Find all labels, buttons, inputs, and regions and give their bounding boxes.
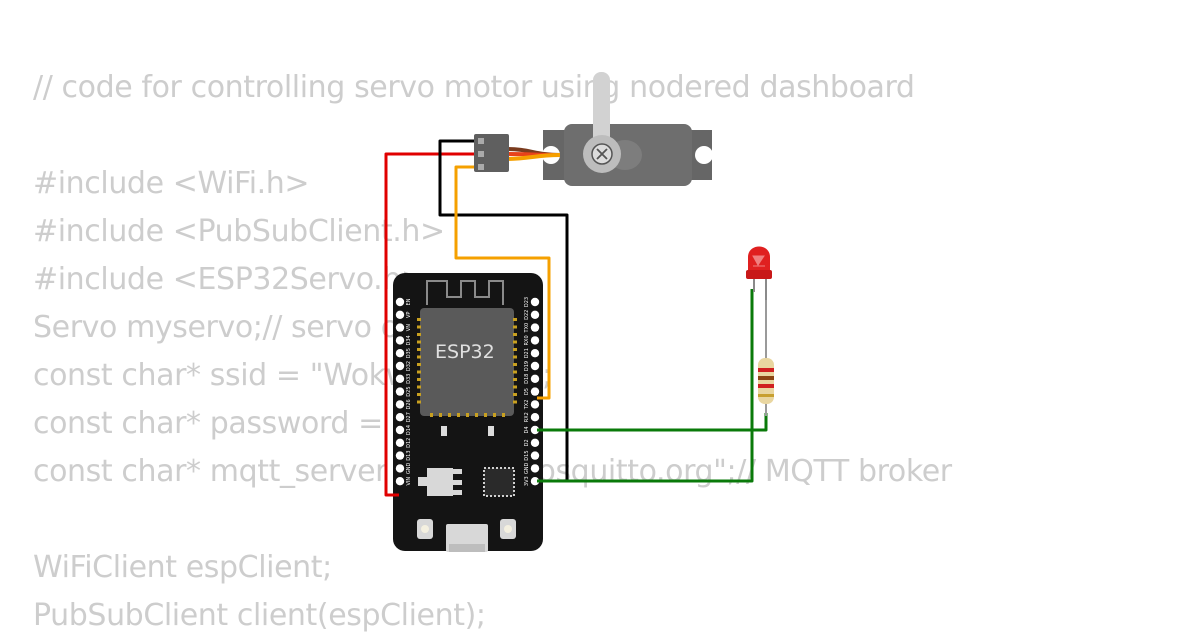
esp32-module bbox=[420, 308, 514, 416]
right-pin-label: D15 bbox=[524, 450, 530, 460]
right-pin-label: 3V3 bbox=[524, 476, 530, 486]
wire-gnd-to-led-cathode[interactable] bbox=[537, 289, 754, 483]
left-pin-vp[interactable] bbox=[395, 310, 405, 319]
left-pin-label: D33 bbox=[406, 374, 412, 384]
left-pin-gnd[interactable] bbox=[395, 464, 405, 473]
esp32-board[interactable]: ESP32 ENVPVND34D35D32D33D25D26D27D14D12D… bbox=[393, 273, 543, 552]
left-pin-label: D26 bbox=[406, 399, 412, 409]
right-pin-d15[interactable] bbox=[530, 451, 540, 460]
code-line-1: // code for controlling servo motor usin… bbox=[33, 70, 915, 105]
pad-right bbox=[488, 426, 494, 436]
chip-label: ESP32 bbox=[435, 341, 495, 363]
code-line-5: Servo myservo;// servo object bbox=[33, 310, 471, 345]
servo-motor[interactable] bbox=[474, 72, 713, 186]
right-pin-d2[interactable] bbox=[530, 438, 540, 447]
left-pin-label: D34 bbox=[406, 335, 412, 345]
left-pin-label: D13 bbox=[406, 450, 412, 460]
left-pin-vn[interactable] bbox=[395, 323, 405, 332]
voltage-regulator bbox=[427, 468, 453, 496]
left-pin-label: D27 bbox=[406, 412, 412, 422]
right-pin-label: D4 bbox=[524, 426, 530, 433]
left-pin-label: D12 bbox=[406, 438, 412, 448]
right-pin-d5[interactable] bbox=[530, 387, 540, 396]
left-pin-label: D14 bbox=[406, 425, 412, 435]
left-pin-d34[interactable] bbox=[395, 336, 405, 345]
code-line-9: WiFiClient espClient; bbox=[33, 550, 332, 585]
code-line-2: #include <WiFi.h> bbox=[33, 166, 310, 201]
left-pin-label: EN bbox=[406, 298, 412, 305]
resistor[interactable] bbox=[758, 300, 774, 416]
red-led[interactable] bbox=[746, 246, 772, 301]
right-pin-rx0[interactable] bbox=[530, 336, 540, 345]
antenna-trace bbox=[426, 280, 504, 305]
left-pin-d33[interactable] bbox=[395, 374, 405, 383]
right-pin-3v3[interactable] bbox=[530, 477, 540, 486]
right-pin-tx0[interactable] bbox=[530, 323, 540, 332]
left-pin-d14[interactable] bbox=[395, 425, 405, 435]
left-pin-label: GND bbox=[406, 463, 412, 475]
code-line-10: PubSubClient client(espClient); bbox=[33, 598, 486, 633]
right-pin-d18[interactable] bbox=[530, 374, 540, 383]
left-pin-label: VP bbox=[406, 312, 412, 318]
right-pin-header: D23D22TX0RX0D21D19D18D5TX2RX2D4D2D15GND3… bbox=[524, 297, 540, 486]
left-pin-d12[interactable] bbox=[395, 438, 405, 447]
right-pin-label: TX0 bbox=[524, 323, 530, 334]
right-pin-label: RX2 bbox=[524, 412, 530, 422]
right-pin-label: D2 bbox=[524, 439, 530, 446]
right-pin-rx2[interactable] bbox=[530, 413, 540, 422]
left-pin-label: D32 bbox=[406, 361, 412, 371]
right-pin-label: TX2 bbox=[524, 400, 530, 411]
code-line-3: #include <PubSubClient.h> bbox=[33, 214, 445, 249]
module-pads bbox=[417, 318, 517, 417]
left-pin-d27[interactable] bbox=[395, 413, 405, 422]
usb-uart-chip bbox=[483, 467, 515, 497]
wire-d5-to-servo-pwm[interactable] bbox=[454, 165, 551, 400]
left-pin-d32[interactable] bbox=[395, 361, 405, 371]
resistor-body bbox=[758, 358, 774, 404]
left-pin-vin[interactable] bbox=[395, 477, 405, 486]
left-pin-label: D25 bbox=[406, 386, 412, 396]
right-pin-d19[interactable] bbox=[530, 361, 540, 371]
left-pin-en[interactable] bbox=[395, 297, 405, 307]
right-pin-label: D23 bbox=[524, 297, 530, 307]
right-pin-d4[interactable] bbox=[530, 425, 540, 435]
left-pin-d13[interactable] bbox=[395, 451, 405, 460]
wire-rx2-to-resistor[interactable] bbox=[537, 413, 768, 432]
left-pin-label: VN bbox=[406, 324, 412, 331]
right-pin-gnd[interactable] bbox=[530, 464, 540, 473]
right-pin-label: D21 bbox=[524, 348, 530, 358]
right-pin-label: D22 bbox=[524, 310, 530, 320]
left-pin-label: VIN bbox=[406, 477, 412, 486]
right-pin-label: RX0 bbox=[524, 335, 530, 345]
right-pin-label: D5 bbox=[524, 388, 530, 395]
right-pin-d21[interactable] bbox=[530, 349, 540, 358]
right-pin-label: D18 bbox=[524, 374, 530, 384]
left-pin-label: D35 bbox=[406, 348, 412, 358]
right-pin-d23[interactable] bbox=[530, 297, 540, 307]
right-pin-label: D19 bbox=[524, 361, 530, 371]
pad-left bbox=[441, 426, 447, 436]
wire-vin-to-servo-vplus[interactable] bbox=[384, 152, 476, 497]
left-pin-d26[interactable] bbox=[395, 400, 405, 409]
right-pin-tx2[interactable] bbox=[530, 400, 540, 409]
left-pin-d25[interactable] bbox=[395, 387, 405, 396]
left-pin-d35[interactable] bbox=[395, 349, 405, 358]
code-line-4: #include <ESP32Servo.h> bbox=[33, 262, 426, 297]
right-pin-label: GND bbox=[524, 463, 530, 475]
right-pin-d22[interactable] bbox=[530, 310, 540, 319]
